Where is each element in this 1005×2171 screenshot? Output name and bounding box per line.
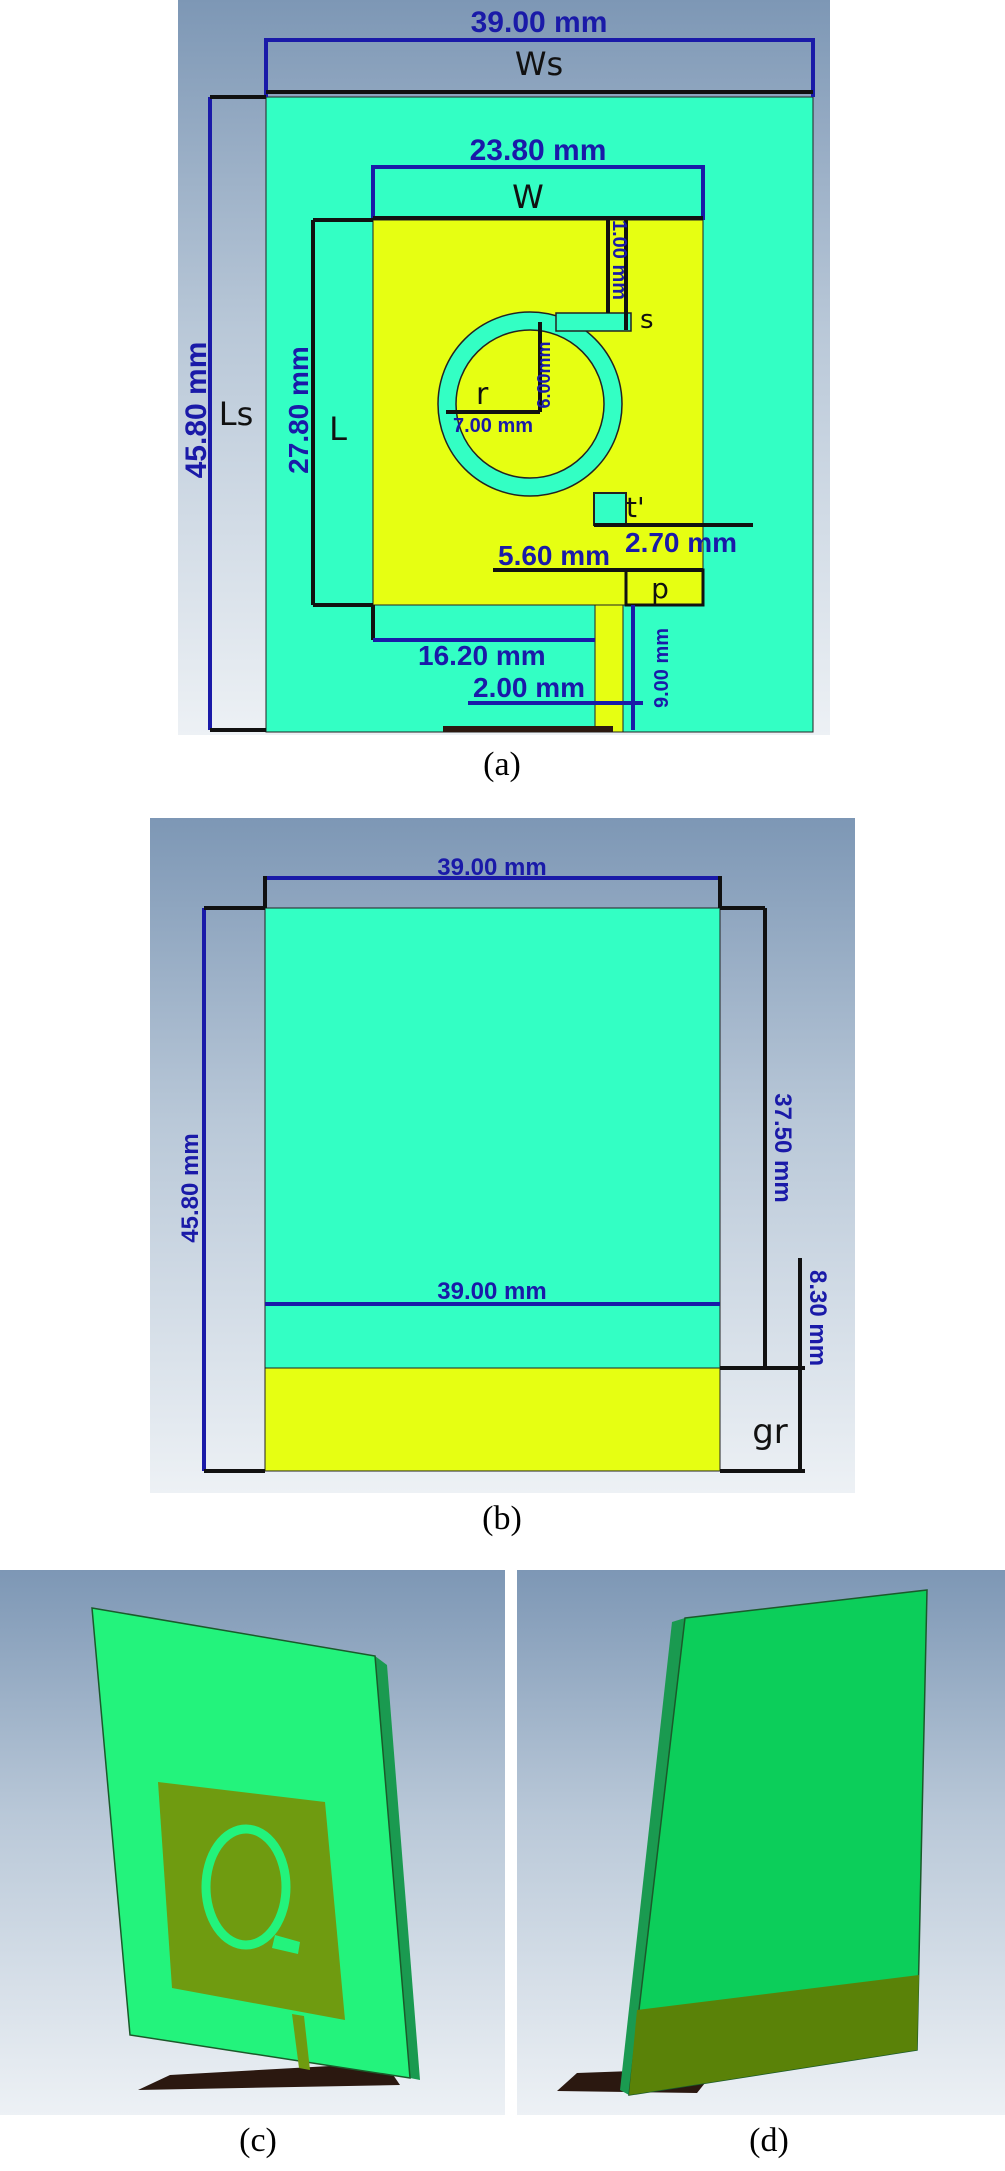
dim-ws-value: 39.00 mm [471,6,608,39]
label-t: t' [626,491,645,524]
label-ls: Ls [219,395,254,433]
dim-top-width: 39.00 mm [437,854,546,881]
dim-s-value: 1.00 mm [608,220,630,300]
dim-upper-length: 37.50 mm [769,1093,796,1202]
label-gr: gr [752,1412,788,1452]
dim-ls-value: 45.80 mm [180,342,213,479]
dim-total-length: 45.80 mm [177,1133,204,1242]
dim-mid-width: 39.00 mm [437,1278,546,1305]
panel-c-3d-front [0,1570,505,2115]
ring-stub [593,492,627,526]
label-r: r [476,377,489,412]
caption-a: (a) [483,746,521,783]
ring-3d [201,1824,291,1950]
dim-feed-l-value: 9.00 mm [651,628,673,708]
label-s: s [640,305,654,335]
ring-slot [438,312,622,496]
caption-b: (b) [482,1500,522,1537]
ground-plane [264,1367,721,1472]
label-w: W [512,178,544,216]
dim-feed-w-value: 2.00 mm [473,672,585,703]
ground-plane-3d [629,1975,919,2095]
dim-r-value: 7.00 mm [453,415,533,437]
dim-w-value: 23.80 mm [470,134,607,167]
panel-d-3d-back [517,1570,1005,2115]
label-ws: Ws [515,45,563,83]
gap-strip [555,312,632,332]
dim-p-value: 5.60 mm [498,540,610,571]
caption-d: (d) [749,2122,789,2159]
dim-l-value: 27.80 mm [283,346,314,474]
label-l: L [329,410,347,448]
label-p: p [651,572,669,605]
ground-shadow [138,2063,400,2090]
feed-3d [292,2014,310,2070]
panel-b-back-view: 39.00 mm 39.00 mm 45.80 mm 37.50 mm 8.30… [150,818,855,1493]
substrate-back [264,907,721,1369]
panel-a-front-view: 39.00 mm Ws 23.80 mm W 45.80 mm Ls 27.80… [178,0,830,735]
patch-3d [158,1782,345,2020]
dim-ground-length: 8.30 mm [804,1270,831,1366]
feed-line [594,604,624,733]
dim-gap-value: 16.20 mm [418,640,546,671]
caption-c: (c) [239,2122,277,2159]
dim-t-value: 2.70 mm [625,527,737,558]
dim-inner-value: 6.00mm [534,341,554,408]
